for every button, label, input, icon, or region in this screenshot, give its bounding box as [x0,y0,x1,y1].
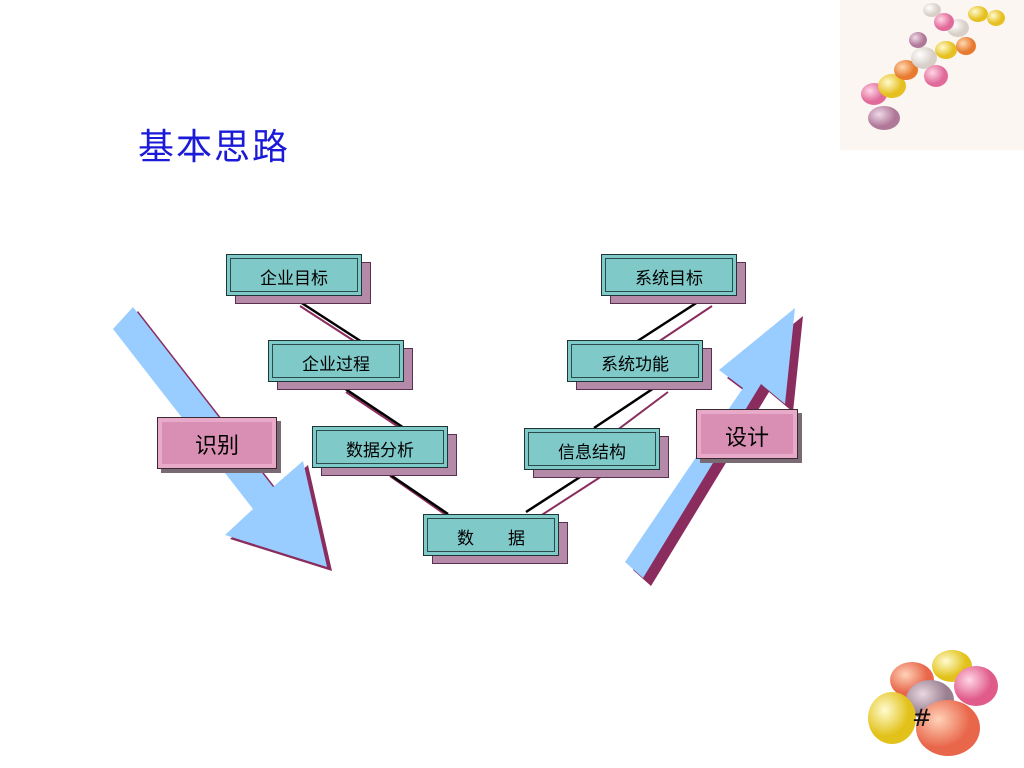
box-data-analysis-face: 数据分析 [312,426,448,468]
label-design-face: 设计 [696,409,798,459]
box-data-analysis: 数据分析 数据分析 [312,426,457,476]
page-number: # [912,704,933,732]
slide-title: 基本思路 [138,127,291,168]
box-system-function: 系统功能 系统功能 [567,340,712,390]
box-system-goal-label: 系统目标 [635,269,703,289]
candy-decoration-bottom-right [868,650,998,756]
box-data-face: 数 据 [423,514,559,556]
label-identify: 识别 [157,417,281,473]
box-data: 数 据 数 据 [423,514,568,564]
box-data-label: 数 据 [457,529,525,549]
box-enterprise-goal-label: 企业目标 [260,269,328,289]
box-enterprise-goal-face: 企业目标 [226,254,362,296]
label-design: 设计 [696,409,802,463]
box-data-analysis-label: 数据分析 [346,441,414,461]
box-info-structure: 信息结构 信息结构 [524,428,669,478]
label-design-text: 设计 [724,426,769,451]
box-enterprise-process-label: 企业过程 [302,355,370,375]
box-system-goal: 系统目标 系统目标 [601,254,746,304]
box-system-function-label: 系统功能 [601,355,669,375]
box-info-structure-face: 信息结构 [524,428,660,470]
box-enterprise-process-face: 企业过程 [268,340,404,382]
label-identify-face: 识别 [157,417,277,469]
candy-decoration-top-right [840,0,1024,150]
box-enterprise-process: 企业过程 企业过程 [268,340,413,390]
box-info-structure-label: 信息结构 [558,443,626,463]
box-enterprise-goal: 企业目标 企业目标 [226,254,371,304]
box-system-goal-face: 系统目标 [601,254,737,296]
box-system-function-face: 系统功能 [567,340,703,382]
label-identify-text: 识别 [194,434,239,459]
